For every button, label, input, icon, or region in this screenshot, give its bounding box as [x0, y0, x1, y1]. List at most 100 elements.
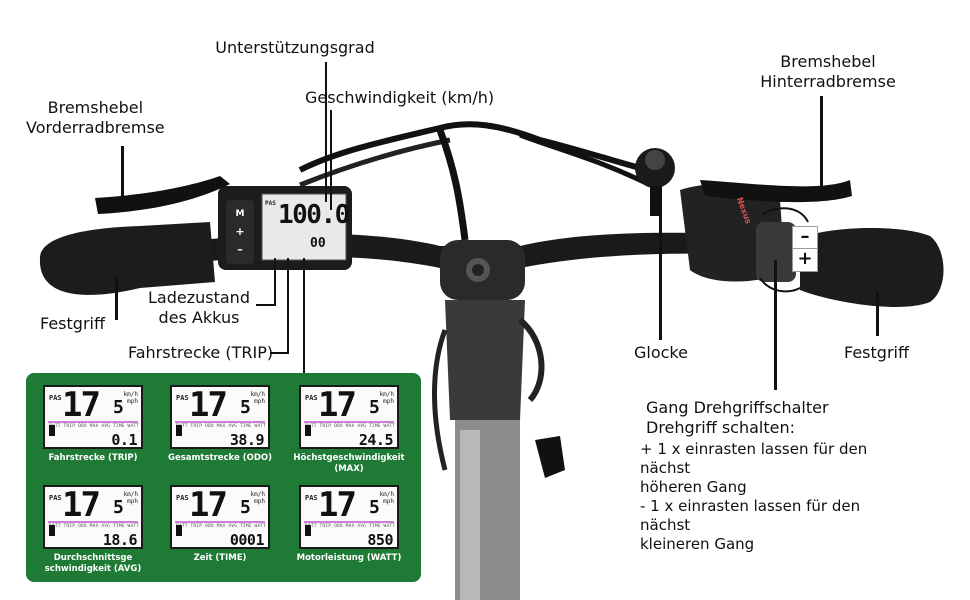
lcd-pink-bar — [48, 521, 138, 523]
shifter-minus-mark: – — [792, 226, 818, 250]
lcd-speed-int: 17 — [318, 385, 357, 425]
label-brake-front-line2: Vorderradbremse — [26, 118, 165, 137]
mode-caption-line: Fahrstrecke (TRIP) — [48, 453, 138, 463]
mode-caption: Motorleistung (WATT) — [289, 553, 409, 564]
callout-grip-right-line — [876, 292, 879, 336]
main-display-speed: 100.0 — [278, 200, 350, 230]
callout-brake-front-line — [121, 146, 124, 202]
mode-caption: Fahrstrecke (TRIP) — [33, 453, 153, 464]
lcd-mode-row: BATT TRIP ODO MAX AVG TIME WATT — [305, 524, 396, 529]
lcd-pas: PAS — [176, 494, 189, 502]
callout-trip-line — [287, 258, 289, 354]
main-display-pas: PAS — [265, 200, 276, 207]
lcd-speed-dec: 5 — [113, 397, 124, 418]
mode-caption-line: Durchschnittsge — [53, 553, 133, 563]
callout-support-line — [325, 62, 327, 202]
label-battery-line2: des Akkus — [158, 308, 240, 327]
label-battery-line1: Ladezustand — [148, 288, 250, 307]
lcd-pink-bar — [304, 421, 394, 423]
lcd-speed-dec: 5 — [240, 497, 251, 518]
battery-icon — [176, 425, 182, 436]
lcd-value: 0.1 — [111, 431, 137, 449]
lcd-mode-row: BATT TRIP ODO MAX AVG TIME WATT — [49, 424, 140, 429]
label-shifter-title: Gang Drehgriffschalter Drehgriff schalte… — [646, 398, 829, 438]
lcd-speed-int: 17 — [189, 385, 228, 425]
battery-icon — [176, 525, 182, 536]
lcd-value: 850 — [367, 531, 393, 549]
mode-caption: Höchstgeschwindigkeit (MAX) — [289, 453, 409, 475]
minus-button[interactable]: – — [237, 243, 243, 256]
lcd-mode-row: BATT TRIP ODO MAX AVG TIME WATT — [49, 524, 140, 529]
shifter-plus-mark: + — [792, 248, 818, 272]
lcd-speed-dec: 5 — [113, 497, 124, 518]
battery-icon — [49, 525, 55, 536]
label-brake-rear: Bremshebel Hinterradbremse — [748, 52, 908, 92]
lcd-speed-dec: 5 — [369, 497, 380, 518]
label-battery: Ladezustand des Akkus — [148, 288, 250, 328]
callout-battery-hline — [256, 304, 276, 306]
lcd-unit-mph: mph — [254, 498, 265, 505]
label-brake-rear-line2: Hinterradbremse — [760, 72, 896, 91]
lcd-value: 38.9 — [229, 431, 265, 449]
lcd-unit-kmh: km/h — [379, 491, 394, 498]
lcd-unit-mph: mph — [127, 398, 138, 405]
lcd-speed-int: 17 — [62, 385, 101, 425]
label-brake-rear-line1: Bremshebel — [780, 52, 876, 71]
main-display-trip: 00 — [310, 236, 326, 251]
mode-button[interactable]: M — [235, 209, 245, 219]
label-grip-right: Festgriff — [844, 343, 909, 362]
label-trip: Fahrstrecke (TRIP) — [128, 343, 274, 362]
shifter-line-1: + 1 x einrasten lassen für den — [640, 440, 868, 458]
lcd-value: 0001 — [229, 531, 265, 549]
lcd-pink-bar — [48, 421, 138, 423]
label-bell: Glocke — [634, 343, 688, 362]
lcd-pas: PAS — [49, 394, 62, 402]
label-brake-front: Bremshebel Vorderradbremse — [26, 98, 165, 138]
lcd-pink-bar — [304, 521, 394, 523]
shifter-line-2: nächst — [640, 459, 691, 477]
mode-caption-line: Gesamtstrecke (ODO) — [167, 453, 272, 463]
lcd-unit-mph: mph — [383, 498, 394, 505]
lcd-pas: PAS — [49, 494, 62, 502]
callout-speed-line — [330, 110, 332, 210]
lcd-speed-dec: 5 — [240, 397, 251, 418]
battery-icon — [49, 425, 55, 436]
mode-caption-line: Höchstgeschwindigkeit (MAX) — [293, 453, 405, 474]
battery-icon — [305, 425, 311, 436]
label-shifter-title-line2: Drehgriff schalten: — [646, 418, 795, 437]
lcd-unit-kmh: km/h — [379, 391, 394, 398]
lcd-unit-mph: mph — [127, 498, 138, 505]
display-buttons: M + – — [230, 205, 250, 259]
lcd-unit-kmh: km/h — [123, 391, 138, 398]
lcd-pas: PAS — [305, 494, 318, 502]
label-speed: Geschwindigkeit (km/h) — [305, 88, 495, 107]
label-brake-front-line1: Bremshebel — [47, 98, 144, 117]
lcd-mode-row: BATT TRIP ODO MAX AVG TIME WATT — [305, 424, 396, 429]
lcd-mode-row: BATT TRIP ODO MAX AVG TIME WATT — [176, 424, 267, 429]
lcd-pas: PAS — [305, 394, 318, 402]
mode-caption: Gesamtstrecke (ODO) — [160, 453, 280, 464]
lcd-unit-kmh: km/h — [250, 491, 265, 498]
label-shifter-title-line1: Gang Drehgriffschalter — [646, 398, 829, 417]
callout-trip-hline — [270, 352, 289, 354]
lcd-unit-kmh: km/h — [250, 391, 265, 398]
plus-button[interactable]: + — [235, 225, 245, 238]
shifter-line-6: kleineren Gang — [640, 535, 755, 553]
mode-caption-line: Motorleistung (WATT) — [296, 553, 402, 563]
lcd-speed-int: 17 — [318, 485, 357, 525]
mode-caption-line: schwindigkeit (AVG) — [44, 564, 142, 574]
lcd-speed-dec: 5 — [369, 397, 380, 418]
label-shifter-instructions: + 1 x einrasten lassen für den nächst hö… — [640, 440, 867, 554]
lcd-value: 24.5 — [358, 431, 394, 449]
